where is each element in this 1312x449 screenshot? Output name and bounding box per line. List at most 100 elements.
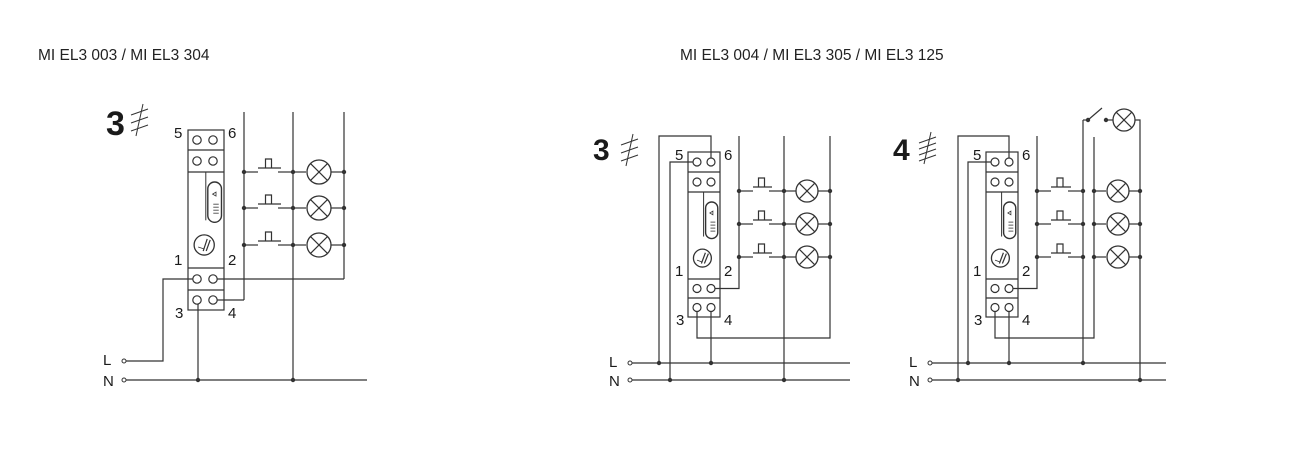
lamp-cross — [1109, 182, 1127, 200]
junction-dot — [1091, 254, 1097, 260]
time-setting-slot-icon — [704, 201, 719, 240]
terminal-label-6: 6 — [228, 125, 236, 142]
diagram-title-right: MI EL3 004 / MI EL3 305 / MI EL3 125 — [680, 47, 944, 64]
hash-tick — [620, 138, 639, 146]
junction-dot — [1080, 188, 1086, 194]
junction-dot — [736, 221, 742, 227]
junction-dot — [1034, 221, 1040, 227]
pushbutton-icon — [244, 158, 293, 173]
hash-tick — [130, 116, 149, 124]
wire-count-hash-icon — [620, 133, 639, 167]
junction-dot — [965, 360, 971, 366]
terminal-label-3: 3 — [676, 312, 684, 329]
terminal-screw — [706, 302, 716, 313]
pushbutton-icon — [739, 210, 784, 225]
wire — [126, 278, 193, 362]
junction-dot — [736, 188, 742, 194]
terminal-screw — [706, 157, 716, 167]
wire-count-label: 3 — [106, 105, 125, 143]
slot-indicator — [211, 191, 217, 197]
hash-tick — [130, 124, 149, 132]
junction-dot — [781, 254, 787, 260]
wire-count-hash-icon — [918, 131, 937, 165]
junction-dot — [1137, 188, 1143, 194]
junction-dot — [1091, 221, 1097, 227]
junction-dot — [1006, 360, 1012, 366]
terminal-screw — [692, 283, 702, 294]
switch-icon — [1083, 107, 1109, 123]
junction-dot — [656, 360, 662, 366]
junction-dot — [290, 242, 296, 248]
junction-dot — [1080, 360, 1086, 366]
terminal-label-3: 3 — [974, 312, 982, 329]
adjust-knob-icon — [990, 248, 1011, 268]
knob — [692, 248, 713, 268]
time-setting-slot-icon — [1002, 201, 1017, 240]
junction-dot — [195, 377, 201, 383]
terminal-label-1: 1 — [675, 263, 683, 280]
junction-dot — [341, 205, 347, 211]
terminal-screw — [208, 274, 218, 284]
terminal-screw — [692, 302, 702, 313]
button-cap — [757, 210, 766, 220]
wire — [658, 135, 712, 363]
terminal-label-4: 4 — [228, 305, 236, 322]
wire — [994, 137, 1095, 339]
lamp-icon — [795, 212, 819, 236]
line-label-L: L — [909, 354, 917, 371]
junction-dot — [241, 242, 247, 248]
button-cap — [1056, 177, 1064, 187]
terminal-label-5: 5 — [973, 147, 981, 164]
lamp-cross — [798, 248, 816, 266]
line-label-L: L — [103, 352, 111, 369]
junction-dot — [341, 169, 347, 175]
terminal-screw — [990, 283, 1000, 294]
junction-dot — [1091, 188, 1097, 194]
terminal-point — [927, 377, 933, 383]
button-cap — [1056, 243, 1064, 253]
terminal-label-5: 5 — [675, 147, 683, 164]
junction-dot — [827, 221, 833, 227]
wire-count-hash-icon — [130, 103, 149, 137]
junction-dot — [667, 377, 673, 383]
terminal-screw — [1004, 177, 1014, 187]
terminal-label-4: 4 — [1022, 312, 1030, 329]
terminal-label-6: 6 — [724, 147, 732, 164]
hash-tick — [918, 136, 937, 144]
neutral-label-N: N — [909, 373, 920, 390]
wire — [967, 161, 991, 363]
junction-dot — [781, 377, 787, 383]
button-cap — [264, 158, 273, 168]
terminal-point — [121, 377, 127, 383]
lamp-cross — [798, 215, 816, 233]
junction-dot — [341, 242, 347, 248]
junction-dot — [1137, 221, 1143, 227]
terminal-screw — [990, 177, 1000, 187]
pushbutton-icon — [739, 243, 784, 258]
terminal-screw — [1004, 283, 1014, 294]
junction-dot — [241, 169, 247, 175]
button-cap — [264, 231, 273, 241]
terminal-screw — [1004, 157, 1014, 167]
terminal-screw — [1004, 302, 1014, 313]
diagram-title-left: MI EL3 003 / MI EL3 304 — [38, 47, 210, 64]
terminal-screw — [192, 156, 202, 166]
terminal-screw — [706, 283, 716, 294]
junction-dot — [1034, 188, 1040, 194]
junction-dot — [781, 221, 787, 227]
terminal-point — [627, 377, 633, 383]
lamp-cross — [1115, 111, 1133, 129]
lamp-icon — [795, 179, 819, 203]
lamp-icon — [795, 245, 819, 269]
terminal-screw — [692, 157, 702, 167]
lamp-icon — [1106, 245, 1130, 269]
wire — [957, 135, 1010, 380]
wire — [669, 161, 693, 380]
knob — [193, 234, 215, 256]
terminal-point — [121, 358, 127, 364]
knob-slot — [703, 253, 709, 264]
knob-pointer — [696, 259, 703, 263]
pushbutton-icon — [244, 231, 293, 246]
terminal-label-4: 4 — [724, 312, 732, 329]
